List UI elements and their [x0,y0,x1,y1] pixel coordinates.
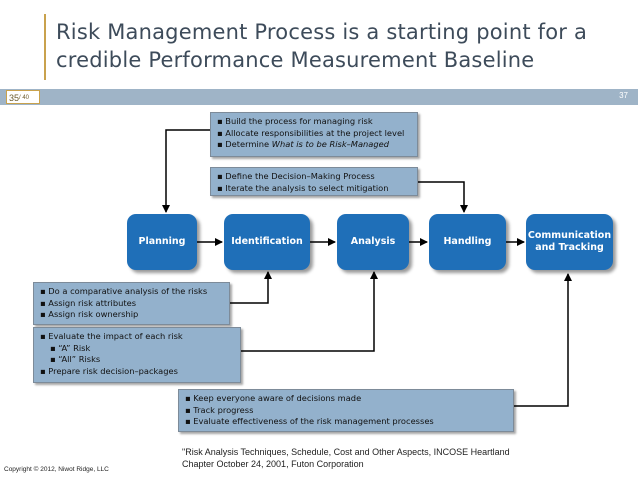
arrow-iterate-note-to-handling [418,181,468,213]
note-subitem: ▪ “A” Risk [50,342,91,353]
arrow-bottom-note-to-communication [514,273,572,407]
arrow-evaluate-note-to-analysis [241,271,378,352]
note-item: ▪ Track progress [185,404,254,415]
note-build-process: ▪ Build the process for managing risk ▪ … [210,112,418,157]
slide-counter: 35/ 40 [6,90,40,104]
note-subitem: ▪ “All” Risks [50,354,101,364]
note-item: ▪ Iterate the analysis to select mitigat… [217,182,389,193]
process-handling: Handling [429,214,506,270]
note-communication: ▪ Keep everyone aware of decisions made … [178,389,514,432]
note-item: ▪ Assign risk ownership [40,309,139,319]
note-item: ▪ Determine What is to be Risk–Managed [217,139,390,149]
slide-number: 35 [9,93,20,103]
note-item: ▪ Evaluate the impact of each risk [40,331,183,341]
arrow-top-note-to-planning [162,129,210,213]
slide-total: / 40 [19,95,30,101]
process-communication-tracking: Communication and Tracking [526,214,613,270]
copyright: Copyright © 2012, Niwot Ridge, LLC [4,466,109,473]
note-item: ▪ Keep everyone aware of decisions made [185,393,362,403]
slide-title: Risk Management Process is a starting po… [56,18,616,74]
citation: "Risk Analysis Techniques, Schedule, Cos… [182,446,510,470]
process-analysis: Analysis [337,214,409,270]
note-item: ▪ Allocate responsibilities at the proje… [217,127,405,138]
arrow-mid-note-to-identification [230,271,272,304]
note-item: ▪ Assign risk attributes [40,297,137,308]
slide-title-line-1: Risk Management Process is a starting po… [56,20,588,44]
citation-line-1: "Risk Analysis Techniques, Schedule, Cos… [182,447,510,457]
note-item: ▪ Evaluate effectiveness of the risk man… [185,416,434,426]
note-item: ▪ Define the Decision–Making Process [217,171,375,181]
page-number: 37 [619,91,628,100]
note-evaluate-impact: ▪ Evaluate the impact of each risk ▪ “A”… [33,327,241,383]
process-identification: Identification [224,214,310,270]
citation-line-2: Chapter October 24, 2001, Futon Corporat… [182,459,364,469]
title-bar: Risk Management Process is a starting po… [44,14,616,80]
note-decision-process: ▪ Define the Decision–Making Process ▪ I… [210,167,418,196]
note-comparative-analysis: ▪ Do a comparative analysis of the risks… [33,282,230,325]
accent-band [0,89,638,105]
note-item: ▪ Prepare risk decision–packages [40,365,178,376]
note-item: ▪ Build the process for managing risk [217,116,373,126]
slide-title-line-2: credible Performance Measurement Baselin… [56,48,535,72]
note-item: ▪ Do a comparative analysis of the risks [40,286,208,296]
process-planning: Planning [127,214,197,270]
